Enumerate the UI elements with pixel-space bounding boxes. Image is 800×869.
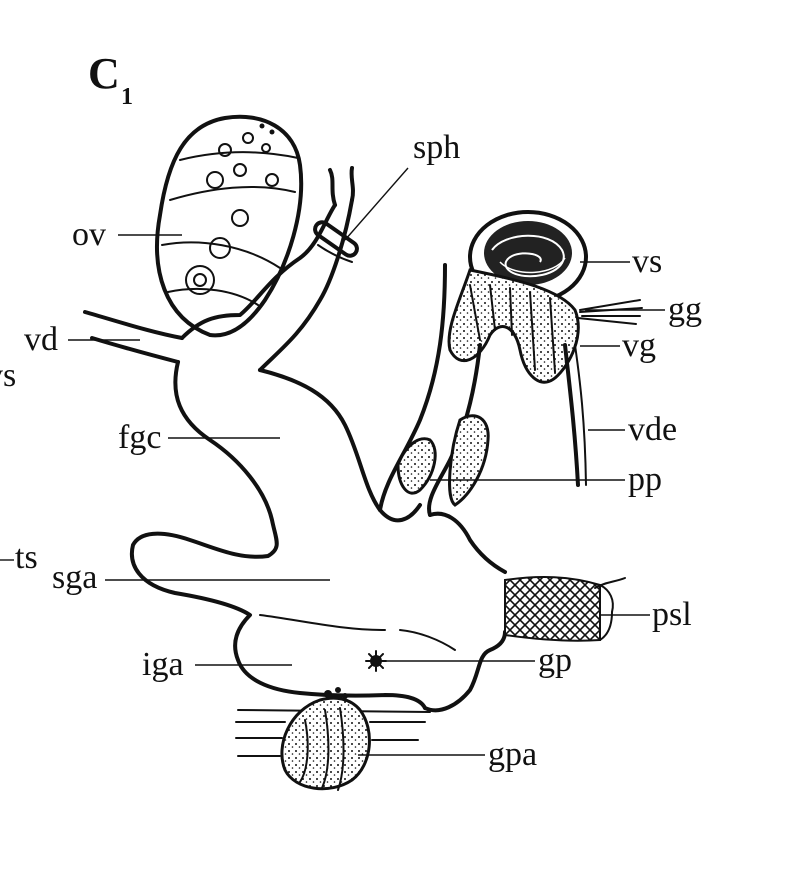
- label-psl: psl: [652, 596, 692, 633]
- genital-pore: [365, 650, 387, 672]
- genital-ganglion: [577, 299, 643, 325]
- label-gg: gg: [668, 291, 702, 328]
- vas-deferens: [83, 310, 184, 364]
- leader-lines: [0, 167, 665, 756]
- vesicular-gland: [447, 268, 580, 384]
- penial-papilla: [378, 263, 490, 517]
- label-vs: vs: [632, 243, 662, 280]
- panel-label: C: [88, 49, 120, 98]
- vas-deferens-efferens: [563, 343, 587, 487]
- spermatheca: [313, 166, 359, 263]
- genital-body: [129, 198, 507, 713]
- genital-papilla: [235, 687, 431, 791]
- label-fgc: fgc: [118, 419, 161, 456]
- label-vs-cut: vs: [0, 357, 16, 394]
- label-pp: pp: [628, 461, 662, 498]
- panel-subscript: 1: [121, 84, 133, 110]
- penial-sheath: [504, 576, 626, 642]
- label-sph: sph: [413, 129, 460, 166]
- label-vd: vd: [24, 321, 58, 358]
- label-vde: vde: [628, 411, 677, 448]
- label-gp: gp: [538, 642, 572, 679]
- label-ov: ov: [72, 216, 106, 253]
- label-iga: iga: [142, 646, 184, 683]
- label-ts: ts: [15, 539, 38, 576]
- ovary: [155, 114, 304, 338]
- label-vg: vg: [622, 327, 656, 364]
- label-sga: sga: [52, 559, 97, 596]
- label-gpa: gpa: [488, 736, 537, 773]
